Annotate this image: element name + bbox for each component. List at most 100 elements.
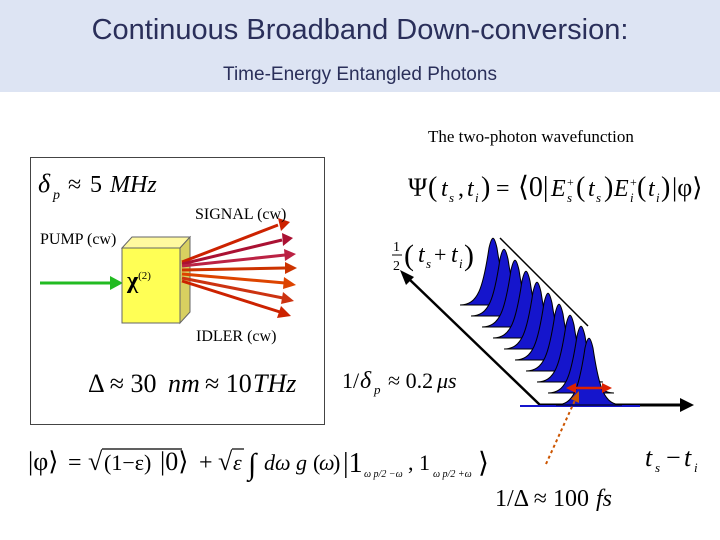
svg-text:s: s: [655, 460, 660, 475]
svg-text:(1−ε): (1−ε): [104, 450, 151, 475]
svg-text:|φ⟩: |φ⟩: [28, 447, 58, 476]
correlation-pointer: [545, 391, 579, 465]
svg-text:dω g: dω g: [264, 450, 307, 475]
sum-axis-arrow: [400, 270, 541, 406]
signal-label: SIGNAL (cw): [195, 206, 287, 223]
difference-axis-label: t s − t i: [645, 443, 698, 475]
pump-beam: [40, 276, 123, 290]
svg-text:=: =: [496, 176, 510, 202]
correlation-width-arrow: [566, 383, 612, 393]
svg-text:ε: ε: [233, 450, 242, 475]
svg-text:+: +: [567, 175, 574, 189]
bandwidth-equation: Δ ≈ 30 nm ≈ 10 THz: [88, 369, 296, 398]
svg-text:(: (: [313, 450, 320, 475]
svg-text:(: (: [404, 239, 414, 272]
svg-text:1/: 1/: [342, 368, 360, 393]
svg-text:|0⟩: |0⟩: [160, 447, 188, 476]
svg-text:t: t: [648, 176, 656, 202]
slide-title: Continuous Broadband Down-conversion:: [91, 14, 629, 46]
svg-text:|φ⟩: |φ⟩: [672, 173, 702, 202]
svg-text:t: t: [441, 176, 449, 202]
slide-subtitle: Time-Energy Entangled Photons: [223, 64, 497, 85]
svg-text:⟩: ⟩: [478, 448, 489, 479]
svg-text:Ψ: Ψ: [408, 173, 428, 202]
correlation-time-equation: 1/Δ ≈ 100 fs: [495, 486, 612, 512]
svg-text:≈ 0.2: ≈ 0.2: [388, 368, 433, 393]
chi-letter: χ: [127, 268, 139, 294]
svg-text:2: 2: [393, 259, 400, 274]
title-banner: Continuous Broadband Down-conversion: Ti…: [0, 0, 720, 92]
svg-text:i: i: [630, 190, 634, 205]
svg-text:): ): [481, 172, 490, 203]
pump-label: PUMP (cw): [40, 231, 117, 248]
svg-text:i: i: [694, 460, 698, 475]
svg-text:MHz: MHz: [109, 172, 157, 198]
svg-text:s: s: [596, 190, 601, 205]
pump-linewidth-equation: δ p ≈ 5 MHz: [38, 169, 157, 203]
svg-text:p: p: [373, 382, 381, 397]
chi-symbol: χ(2): [127, 268, 151, 295]
svg-text:t: t: [418, 242, 426, 268]
svg-text:(: (: [428, 172, 437, 203]
svg-text:): ): [464, 239, 474, 272]
idler-label: IDLER (cw): [196, 328, 277, 345]
svg-text:√: √: [88, 447, 103, 476]
svg-text:ω p/2 +ω: ω p/2 +ω: [433, 469, 472, 480]
svg-text:t: t: [645, 443, 653, 472]
svg-text:(: (: [637, 172, 646, 203]
svg-text:ω: ω: [319, 450, 335, 475]
svg-text:+: +: [199, 450, 213, 476]
output-beams: [181, 218, 297, 318]
svg-text:+: +: [434, 242, 446, 267]
svg-text:s: s: [449, 190, 454, 205]
svg-text:Δ ≈ 30: Δ ≈ 30: [88, 369, 157, 398]
svg-text:≈ 10: ≈ 10: [205, 369, 252, 398]
sum-axis-label: 1 2 ( t s + t i ): [392, 239, 474, 274]
svg-text:|1: |1: [343, 448, 363, 479]
svg-text:t: t: [451, 242, 459, 268]
svg-text:√: √: [218, 447, 233, 476]
svg-text:E: E: [613, 176, 629, 202]
svg-text:i: i: [459, 256, 463, 271]
svg-text:s: s: [426, 256, 431, 271]
downconversion-panel: [30, 157, 325, 425]
wavefunction-equation: Ψ ( t s , t i ) = ⟨0| E + s ( t s ) E + …: [408, 172, 702, 205]
svg-text:1: 1: [393, 240, 400, 255]
chi-order: (2): [138, 270, 151, 282]
svg-text:): ): [333, 450, 340, 475]
svg-text:+: +: [630, 175, 637, 189]
svg-text:i: i: [656, 190, 660, 205]
wavefunction-peaks: [459, 237, 623, 406]
svg-text:δ: δ: [360, 368, 372, 394]
svg-text:E: E: [550, 176, 566, 202]
svg-text:∫: ∫: [246, 448, 258, 483]
svg-text:5: 5: [90, 172, 102, 198]
svg-text:,: ,: [458, 176, 464, 202]
svg-text:nm: nm: [168, 369, 200, 398]
state-equation: |φ⟩ = √ (1−ε) |0⟩ + √ ε ∫ dω g ( ω ) |1 …: [28, 447, 489, 483]
wavefunction-caption: The two-photon wavefunction: [428, 127, 634, 146]
svg-text:, 1: , 1: [408, 450, 430, 475]
svg-text:p: p: [52, 188, 60, 203]
svg-text:): ): [604, 172, 613, 203]
svg-text:μs: μs: [436, 368, 457, 393]
svg-text:(: (: [576, 172, 585, 203]
svg-text:s: s: [567, 190, 572, 205]
svg-text:≈: ≈: [68, 172, 81, 198]
svg-text:1/Δ ≈ 100: 1/Δ ≈ 100: [495, 486, 589, 512]
svg-text:=: =: [68, 450, 82, 476]
svg-text:t: t: [588, 176, 596, 202]
svg-text:i: i: [475, 190, 479, 205]
svg-text:δ: δ: [38, 169, 51, 198]
svg-text:THz: THz: [253, 369, 296, 398]
svg-text:t: t: [684, 443, 692, 472]
svg-text:t: t: [467, 176, 475, 202]
svg-text:⟨0|: ⟨0|: [518, 172, 549, 203]
svg-text:): ): [661, 172, 670, 203]
svg-text:fs: fs: [596, 486, 612, 512]
svg-text:ω p/2 −ω: ω p/2 −ω: [364, 469, 403, 480]
svg-text:−: −: [666, 443, 681, 472]
coherence-envelope: [499, 237, 589, 327]
coherence-time-equation: 1/ δ p ≈ 0.2 μs: [342, 368, 457, 397]
